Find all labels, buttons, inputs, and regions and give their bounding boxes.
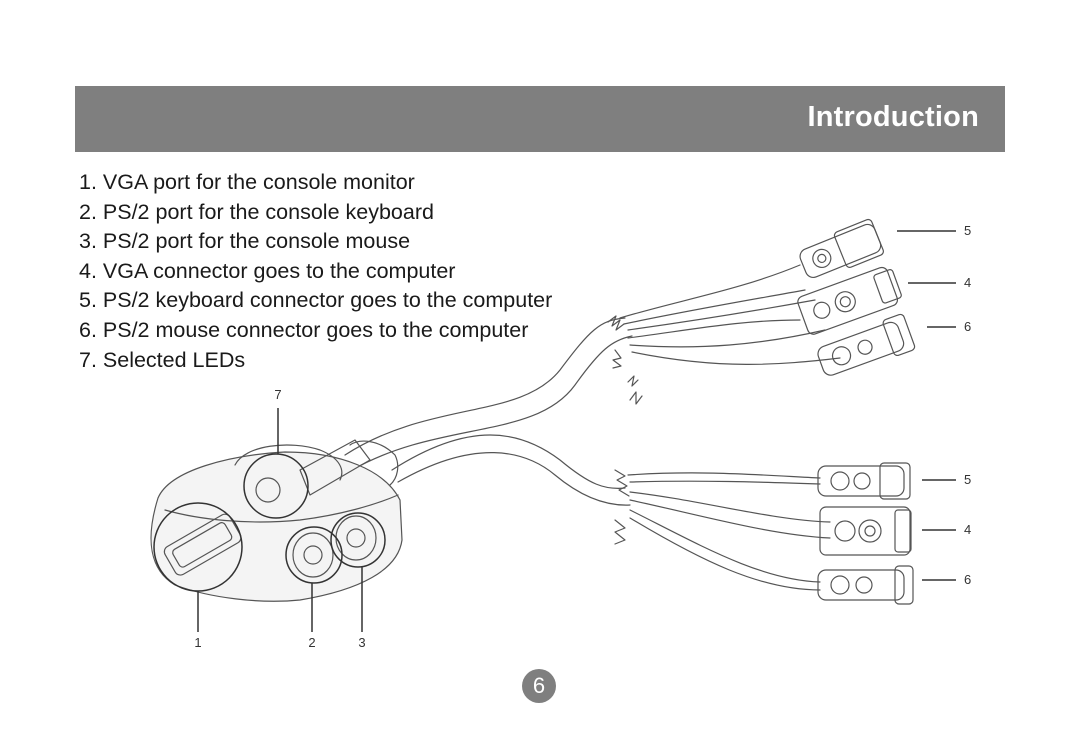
- list-item: 7. Selected LEDs: [79, 347, 246, 372]
- callout-bottom-keyboard-connector: 5: [964, 472, 971, 487]
- callout-bottom-vga-connector: 4: [964, 522, 971, 537]
- page-number-badge: 6: [522, 669, 556, 703]
- list-item: 3. PS/2 port for the console mouse: [79, 229, 411, 254]
- callout-led: 7: [274, 387, 281, 402]
- callout-keyboard-port: 2: [308, 635, 315, 650]
- list-item: 4. VGA connector goes to the computer: [79, 258, 456, 283]
- callout-mouse-port: 3: [358, 635, 365, 650]
- callout-top-keyboard-connector: 5: [964, 223, 971, 238]
- list-item: 5. PS/2 keyboard connector goes to the c…: [79, 288, 553, 313]
- list-item: 1. VGA port for the console monitor: [79, 170, 415, 194]
- list-item: 6. PS/2 mouse connector goes to the comp…: [79, 317, 529, 342]
- component-list: 1. VGA port for the console monitor 2. P…: [79, 168, 552, 375]
- section-title: Introduction: [807, 101, 979, 133]
- callout-bottom-mouse-connector: 6: [964, 572, 971, 587]
- section-header-bar: Introduction: [75, 86, 1005, 152]
- callout-top-mouse-connector: 6: [964, 319, 971, 334]
- callout-top-vga-connector: 4: [964, 275, 971, 290]
- list-item: 2. PS/2 port for the console keyboard: [79, 199, 434, 224]
- callout-vga-port: 1: [194, 635, 201, 650]
